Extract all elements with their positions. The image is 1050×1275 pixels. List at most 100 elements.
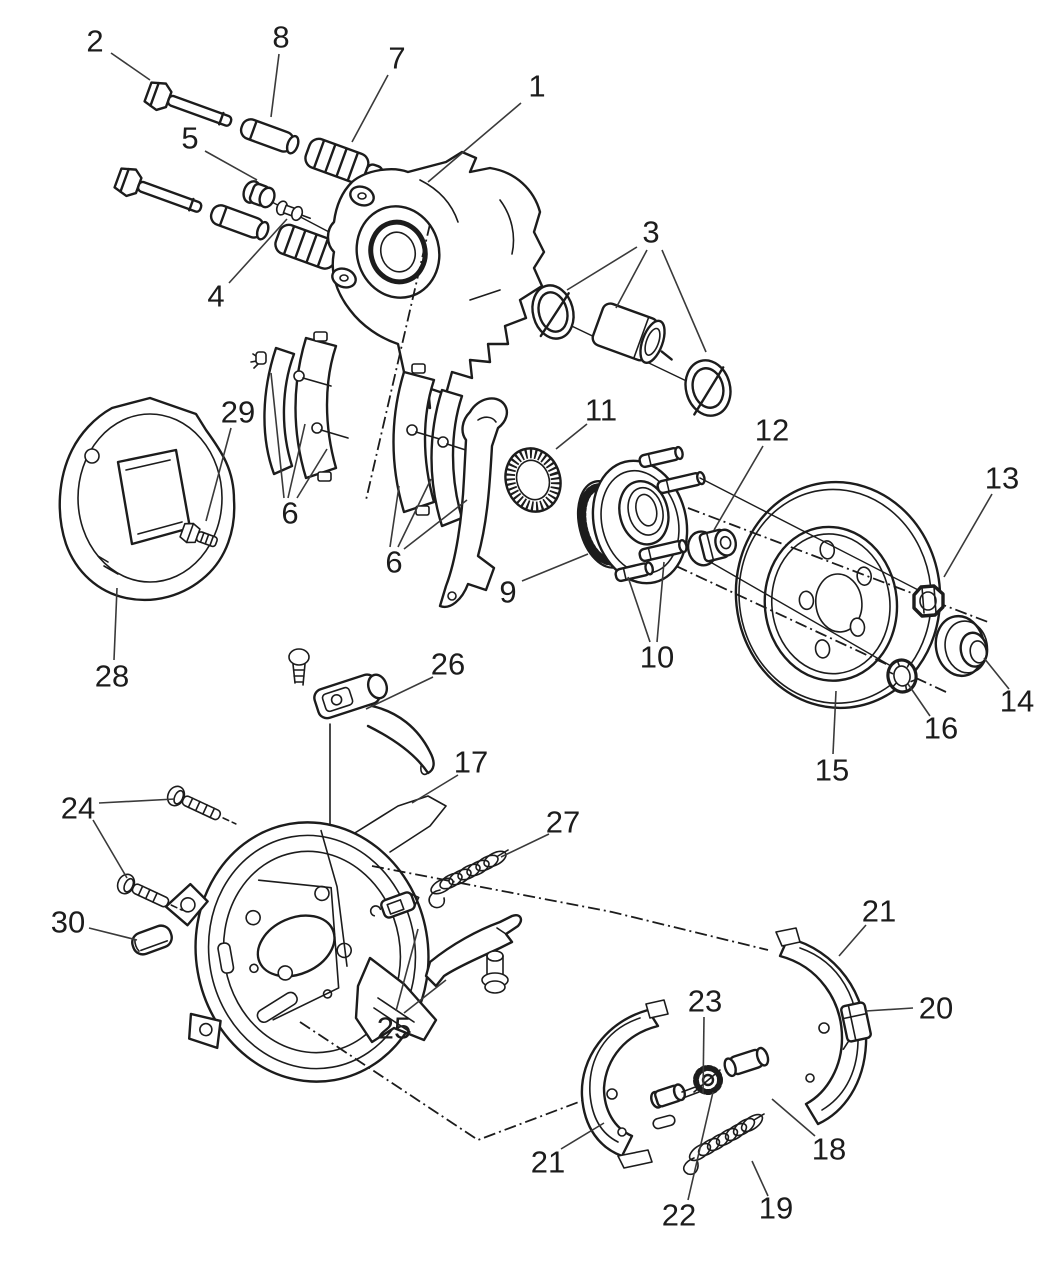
callout-label-22: 22 (662, 1198, 696, 1233)
parking-cable (288, 648, 435, 839)
callout-label-26: 26 (431, 647, 465, 682)
callout-label-21b: 21 (531, 1145, 565, 1180)
callout-leader-17 (411, 774, 459, 804)
callout-leader-7 (351, 74, 389, 143)
lock-nut (912, 584, 945, 618)
callout-leader-8 (270, 53, 280, 118)
callout-leader-6a (270, 372, 285, 499)
callout-leader-18 (771, 1098, 816, 1137)
callout-leader-11 (555, 423, 588, 450)
bleeder-cap (242, 180, 276, 209)
shield-bolt (179, 522, 218, 548)
callout-label-27: 27 (546, 805, 580, 840)
callout-leader-27 (500, 833, 550, 858)
callout-leader-19 (751, 1160, 769, 1197)
brake-pads-inboard (392, 363, 509, 609)
callout-leader-9 (521, 553, 589, 582)
callout-label-3: 3 (642, 215, 659, 250)
grease-cap (934, 614, 989, 678)
callout-label-9: 9 (499, 575, 516, 610)
caliper-piston (591, 302, 673, 364)
shoe-adjuster (650, 1046, 770, 1130)
pad-support-arm (438, 397, 509, 609)
centerline-3 (365, 223, 431, 501)
callout-leader-16 (907, 683, 931, 717)
adjuster-lever-set (369, 891, 523, 994)
callout-leader-24 (92, 819, 128, 879)
callout-leader-4 (228, 218, 288, 284)
callout-label-25: 25 (377, 1011, 411, 1046)
callout-leader-10 (627, 576, 651, 643)
lug-holes (798, 540, 872, 659)
callout-label-19: 19 (759, 1191, 793, 1226)
callout-leader-5 (204, 150, 258, 181)
callout-leader-1 (427, 102, 522, 183)
callout-label-28: 28 (95, 659, 129, 694)
callout-label-5: 5 (181, 121, 198, 156)
star-wheel (693, 1065, 723, 1095)
callout-leader-6b (397, 478, 432, 548)
callout-label-13: 13 (985, 461, 1019, 496)
callout-leader-15 (832, 690, 837, 755)
callout-label-6a: 6 (281, 496, 298, 531)
callout-leader-2 (110, 52, 151, 81)
backing-plate (164, 795, 447, 1083)
callout-layer: 1234566789101112131415161718192021212223… (51, 20, 1034, 1233)
callout-label-16: 16 (924, 711, 958, 746)
callout-leader-12 (713, 445, 764, 531)
callout-leader-14 (983, 657, 1010, 690)
callout-label-12: 12 (755, 413, 789, 448)
callout-leader-3 (661, 249, 707, 353)
callout-leader-21b (560, 1122, 605, 1150)
callout-leader-25 (403, 979, 447, 1014)
rotor-drawing (734, 480, 942, 710)
hub-nut (686, 528, 737, 567)
callout-label-14: 14 (1000, 684, 1034, 719)
piston-seal (531, 284, 575, 340)
callout-label-24: 24 (61, 791, 95, 826)
callout-leader-6a (296, 448, 328, 499)
callout-leader-3 (566, 246, 638, 291)
callout-label-11: 11 (585, 393, 617, 428)
callout-leader-20 (865, 1007, 914, 1012)
callout-label-21a: 21 (862, 894, 896, 929)
callout-leader-6a (287, 423, 306, 499)
caliper-drawing (326, 150, 546, 410)
callout-leader-10 (656, 561, 665, 643)
callout-label-7: 7 (388, 41, 405, 76)
plate-bolt-upper (166, 785, 237, 825)
callout-leader-25 (395, 928, 419, 1012)
centerline-5 (299, 1021, 601, 1142)
callout-label-23: 23 (688, 984, 722, 1019)
callout-label-6b: 6 (385, 545, 402, 580)
callout-leader-3 (615, 249, 648, 309)
alignment-line-2 (685, 547, 899, 671)
callout-leader-23 (702, 1016, 705, 1095)
centerline-4 (371, 865, 769, 951)
hub-assembly (576, 445, 706, 585)
callout-label-20: 20 (919, 991, 953, 1026)
plate-plug (131, 924, 173, 956)
splash-shield (58, 396, 236, 602)
shoe-clip (840, 1001, 872, 1051)
callout-leader-21a (838, 924, 867, 957)
callout-leader-22 (687, 1091, 714, 1201)
callout-label-18: 18 (812, 1132, 846, 1167)
callout-leader-29 (205, 427, 232, 522)
callout-label-4: 4 (207, 279, 224, 314)
callout-label-10: 10 (640, 640, 674, 675)
wheel-nut (886, 658, 918, 694)
callout-label-15: 15 (815, 753, 849, 788)
callout-label-2: 2 (86, 24, 103, 59)
callout-label-1: 1 (528, 69, 545, 104)
plate-bolt-lower (116, 873, 183, 912)
piston-boot (684, 359, 732, 417)
callout-label-30: 30 (51, 905, 85, 940)
callout-leader-30 (88, 927, 138, 941)
callout-leader-28 (113, 587, 118, 661)
callout-label-8: 8 (272, 20, 289, 55)
parking-shoe-left (580, 999, 669, 1169)
wheel-studs (614, 445, 706, 583)
bleeder-screw (275, 200, 311, 222)
